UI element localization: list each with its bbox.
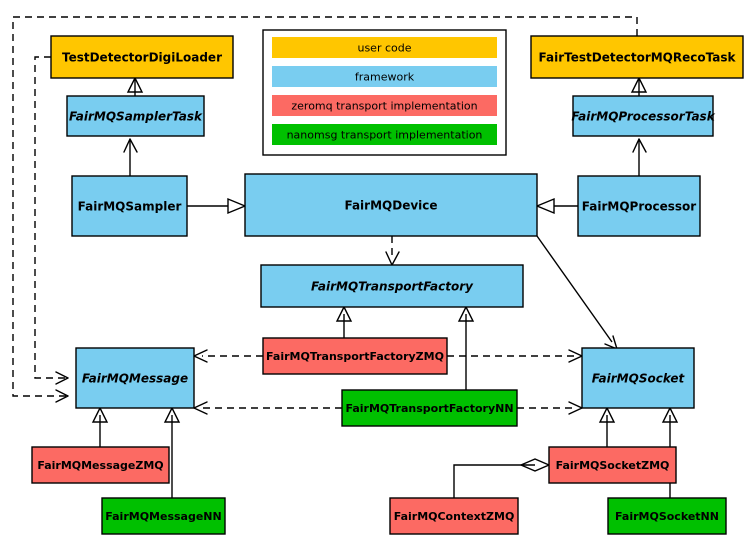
legend-swatch-zeromq [272,95,497,116]
legend-swatch-nanomsg [272,124,497,145]
class-node-box [262,337,448,375]
class-node-box [572,95,714,137]
edge-contextzmq-to-socketzmq [453,458,551,498]
class-node-label: FairMQTransportFactoryZMQ [266,350,444,363]
class-node-box [31,446,170,484]
class-node-fairmqsocketnn[interactable]: FairMQSocketNN [607,497,727,535]
class-nodes-layer: TestDetectorDigiLoaderFairMQSamplerTaskF… [31,35,744,535]
class-node-fairmqdevice[interactable]: FairMQDevice [244,173,538,237]
class-node-fairtestdetectormqrecotask[interactable]: FairTestDetectorMQRecoTask [530,35,744,79]
class-node-label: FairMQMessage [82,372,188,386]
class-node-box [66,95,205,137]
legend-label-user-code: user code [357,42,411,55]
class-node-fairmqtransportfactorynn[interactable]: FairMQTransportFactoryNN [341,389,518,427]
edge-factorynn-to-message [193,401,342,415]
edge-recotask-to-processortask [630,76,648,96]
legend-item-zeromq: zeromq transport implementation [272,95,497,116]
edge-messagezmq-to-message [91,406,109,447]
edge-socketzmq-to-socket [598,406,616,447]
class-node-fairmqsamplertask[interactable]: FairMQSamplerTask [66,95,205,137]
edge-factorynn-to-factory [457,305,475,390]
legend-label-zeromq: zeromq transport implementation [291,100,477,113]
class-node-label: TestDetectorDigiLoader [62,51,222,65]
edge-factoryzmq-to-message [193,349,263,363]
class-node-label: FairMQMessageNN [105,510,221,523]
class-node-label: FairMQSocketNN [615,510,719,523]
class-node-box [71,175,188,237]
legend-swatch-user-code [272,37,497,58]
class-node-box [50,35,234,79]
class-node-box [101,497,226,535]
class-node-fairmqsocketzmq[interactable]: FairMQSocketZMQ [548,446,677,484]
class-node-box [244,173,538,237]
class-node-label: FairMQTransportFactory [311,280,474,294]
class-node-label: FairMQSampler [78,200,182,214]
edge-device-to-transportfactory [385,236,400,266]
legend: user code framework zeromq transport imp… [262,29,507,156]
edge-sampler-to-samplertask [123,138,138,176]
class-node-label: FairMQTransportFactoryNN [345,402,513,415]
legend-swatch-framework [272,66,497,87]
class-node-label: FairMQSocketZMQ [556,459,670,472]
edge-factoryzmq-to-factory [335,305,353,338]
class-node-testdetectordigiloader[interactable]: TestDetectorDigiLoader [50,35,234,79]
legend-item-user-code: user code [272,37,497,58]
class-node-label: FairMQMessageZMQ [37,459,163,472]
class-node-fairmqmessagenn[interactable]: FairMQMessageNN [101,497,226,535]
class-node-box [341,389,518,427]
edge-factorynn-to-socket [517,401,583,415]
legend-label-framework: framework [355,71,415,84]
edge-digiloader-to-samplertask [126,76,144,96]
class-node-label: FairMQSocket [592,372,686,386]
legend-item-nanomsg: nanomsg transport implementation [272,124,497,145]
class-node-label: FairMQSamplerTask [69,110,203,124]
class-node-fairmqprocessor[interactable]: FairMQProcessor [577,175,701,237]
class-node-box [260,264,524,308]
edge-processor-to-processortask [632,138,647,176]
edge-processor-to-device [535,197,578,215]
class-node-fairmqprocessortask[interactable]: FairMQProcessorTask [571,95,716,137]
edge-messagenn-to-message [163,406,181,498]
class-node-box [530,35,744,79]
class-node-fairmqmessage[interactable]: FairMQMessage [75,347,195,409]
class-node-box [607,497,727,535]
legend-label-nanomsg: nanomsg transport implementation [287,129,483,142]
edge-digiloader-to-message [34,56,69,385]
class-node-label: FairMQDevice [344,199,437,213]
class-node-label: FairMQContextZMQ [394,510,515,523]
class-node-fairmqsampler[interactable]: FairMQSampler [71,175,188,237]
class-node-box [581,347,695,409]
class-node-box [548,446,677,484]
class-node-label: FairTestDetectorMQRecoTask [539,51,737,65]
class-node-fairmqtransportfactory[interactable]: FairMQTransportFactory [260,264,524,308]
edge-sampler-to-device [187,197,247,215]
legend-item-framework: framework [272,66,497,87]
class-node-label: FairMQProcessorTask [571,110,715,124]
edge-factoryzmq-to-socket [447,349,583,363]
class-node-fairmqsocket[interactable]: FairMQSocket [581,347,695,409]
class-node-fairmqcontextzmq[interactable]: FairMQContextZMQ [389,497,519,535]
edge-recotask-to-message [12,16,638,403]
class-node-label: FairMQProcessor [582,200,697,214]
class-node-fairmqtransportfactoryzmq[interactable]: FairMQTransportFactoryZMQ [262,337,448,375]
edge-device-to-socket [536,235,618,350]
class-node-box [75,347,195,409]
class-node-fairmqmessagezmq[interactable]: FairMQMessageZMQ [31,446,170,484]
class-node-box [389,497,519,535]
class-node-box [577,175,701,237]
